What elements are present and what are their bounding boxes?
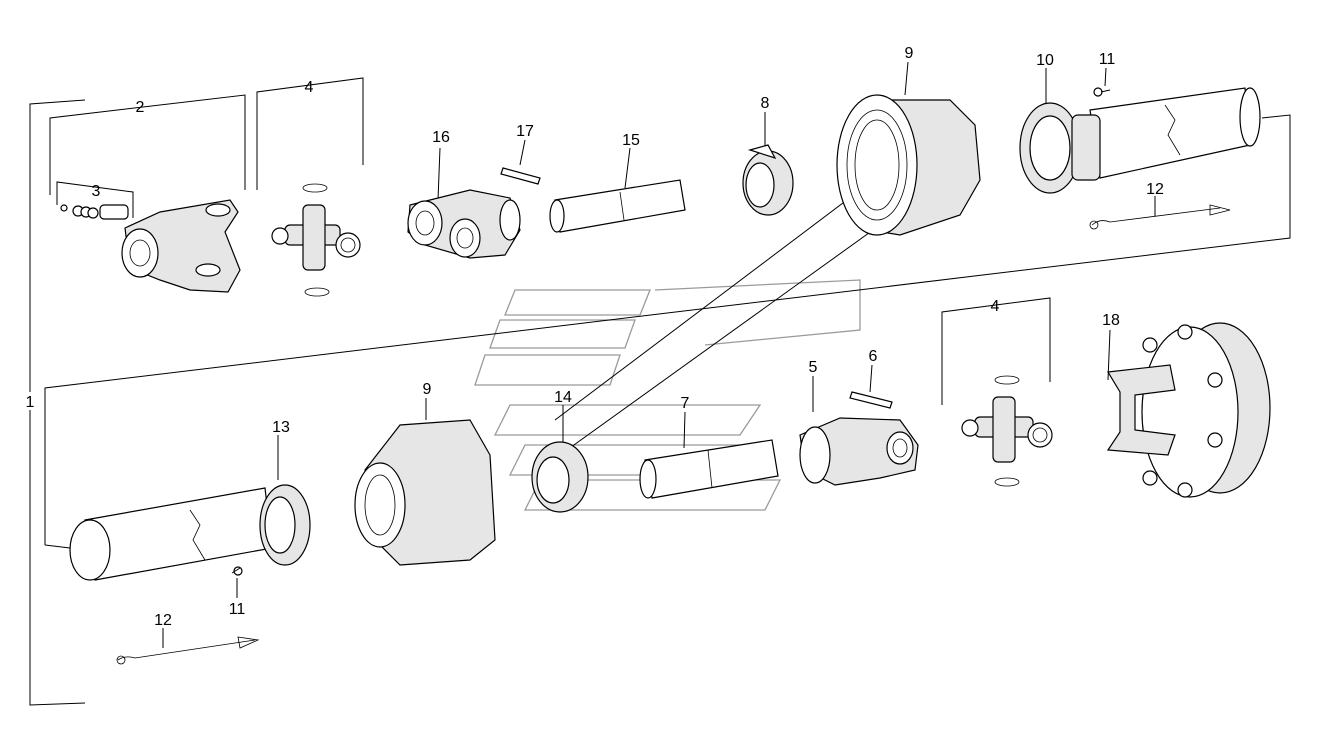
label-5: 5 — [809, 359, 818, 376]
label-7: 7 — [681, 395, 690, 412]
grouping-lines — [29, 61, 1291, 706]
part-16-yoke — [407, 189, 521, 259]
part-6-spring-pin — [849, 391, 893, 409]
part-8-bearing-ring — [742, 144, 794, 216]
label-13: 13 — [272, 419, 290, 436]
part-10-guard-tube-top — [1019, 87, 1261, 194]
part-number-labels: 1 2 3 4 4 5 6 7 8 9 9 10 11 11 12 12 13 … — [26, 45, 1164, 629]
part-18-flange-yoke — [1106, 322, 1271, 498]
part-9-guard-cone-top — [836, 94, 981, 236]
label-4-bottom: 4 — [991, 298, 1000, 315]
label-12-bottom: 12 — [154, 612, 172, 629]
part-12-chain-top — [1089, 204, 1231, 230]
part-4-cross-joint-top — [271, 183, 361, 297]
label-16: 16 — [432, 129, 450, 146]
label-4-top: 4 — [305, 79, 314, 96]
label-1: 1 — [26, 394, 35, 411]
label-11-bottom: 11 — [229, 601, 246, 618]
part-12-chain-bottom — [116, 636, 260, 665]
label-11-top: 11 — [1099, 51, 1116, 68]
label-15: 15 — [622, 132, 640, 149]
label-14: 14 — [554, 389, 572, 406]
part-9-guard-cone-bottom — [354, 419, 496, 566]
part-15-inner-tube — [549, 179, 686, 233]
label-18: 18 — [1102, 312, 1120, 329]
part-3-pin-set — [60, 204, 129, 220]
part-7-inner-tube — [639, 439, 779, 499]
part-11-screw-bottom — [231, 566, 243, 576]
part-4-cross-joint-bottom — [961, 375, 1053, 487]
label-9-top: 9 — [905, 45, 914, 62]
label-10: 10 — [1036, 52, 1054, 69]
label-12-top: 12 — [1146, 181, 1164, 198]
label-8: 8 — [761, 95, 770, 112]
part-11-screw-top — [1093, 87, 1111, 97]
label-17: 17 — [516, 123, 534, 140]
part-17-spring-pin — [500, 167, 541, 185]
label-6: 6 — [869, 348, 878, 365]
label-2: 2 — [136, 99, 145, 116]
part-14-bearing-ring — [531, 441, 589, 513]
part-2-yoke — [121, 199, 241, 293]
label-9-bottom: 9 — [423, 381, 432, 398]
part-5-yoke — [799, 417, 919, 486]
part-13-guard-tube-bottom — [69, 484, 311, 581]
label-3: 3 — [92, 183, 101, 200]
